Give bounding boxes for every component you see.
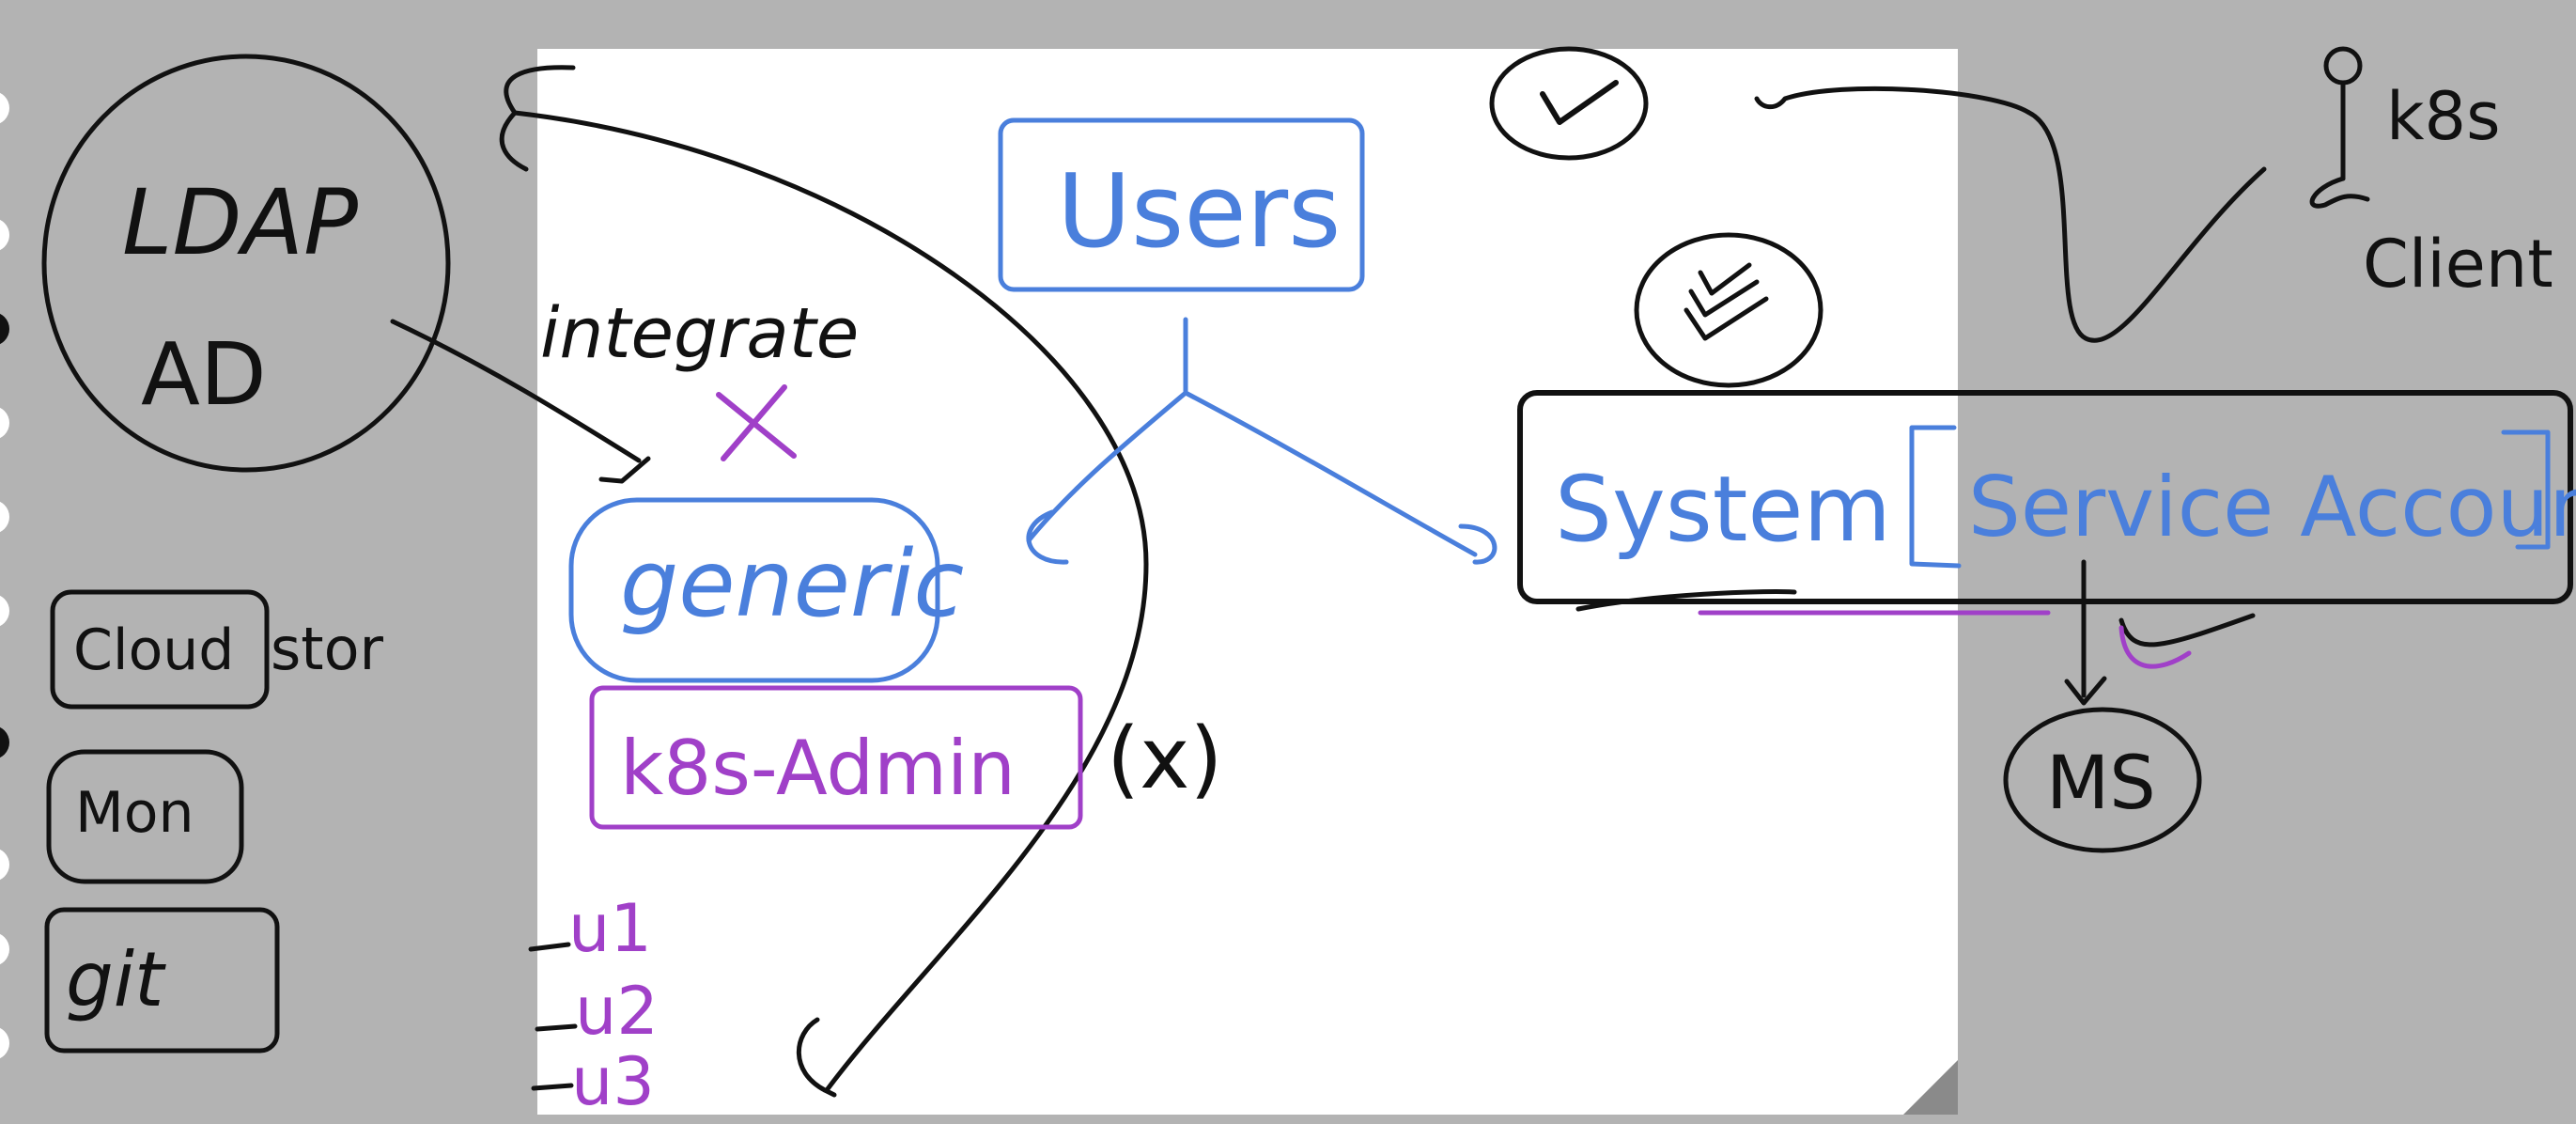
user-list-item: u1 [568,890,652,967]
large-curve-arrow [512,110,1149,1093]
cloud-label: Cloud [73,617,234,683]
users-label: Users [1057,153,1341,271]
x-mark-label: (x) [1107,710,1223,808]
ms-label: MS [2046,742,2156,826]
cloud-storage-group: Cloud stor [50,589,384,710]
ms-circle [2003,707,2202,853]
mon-box [46,749,244,884]
ldap-circle [41,54,451,473]
git-label: git [66,936,166,1023]
system-node: System Service Account [1517,390,2576,616]
client-label: Client [2363,226,2553,303]
ad-label: AD [141,324,267,425]
stor-label: stor [271,615,384,683]
users-to-generic-arrow [1026,390,1188,543]
person-icon [2309,46,2370,209]
k8s-admin-node: k8s-Admin [589,685,1083,830]
generic-box [568,497,940,683]
client-connector [1754,86,2267,343]
k8s-label: k8s [2386,78,2501,155]
ldap-ad-group: LDAP AD [41,54,451,473]
git-box [44,907,280,1054]
git-group: git [44,907,280,1054]
system-box [1517,390,2573,604]
check-icon [1489,46,1649,161]
cloud-box [50,589,270,710]
service-account-bracket-close [2501,429,2551,550]
generic-label: generic [620,531,964,638]
users-box [998,117,1365,292]
service-account-bracket-open [1909,425,1962,569]
user-list-item: u2 [575,973,659,1050]
users-to-system-arrow [1183,390,1478,557]
page-sheet [537,49,1958,1115]
monitoring-group: Mon [46,749,244,884]
mon-label: Mon [75,780,194,846]
ldap-label: LDAP [122,170,358,275]
k8s-admin-label: k8s-Admin [620,725,1016,812]
k8s-admin-box [589,685,1083,830]
page-navigator[interactable] [0,91,9,1060]
double-check-icon [1634,232,1823,388]
integrate-label: integrate [540,293,859,374]
ldap-to-generic-arrow [390,319,642,463]
ms-node: MS [2003,707,2202,853]
user-list: u1 u2 u3 [528,890,659,1120]
generic-node: generic [568,497,964,683]
service-account-label: Service Account [1968,459,2576,555]
user-list-item: u3 [571,1043,655,1120]
page-corner-fold-icon[interactable] [1903,1060,1958,1115]
system-label: System [1555,457,1891,562]
users-node: Users [998,117,1365,292]
cross-icon [716,384,797,461]
